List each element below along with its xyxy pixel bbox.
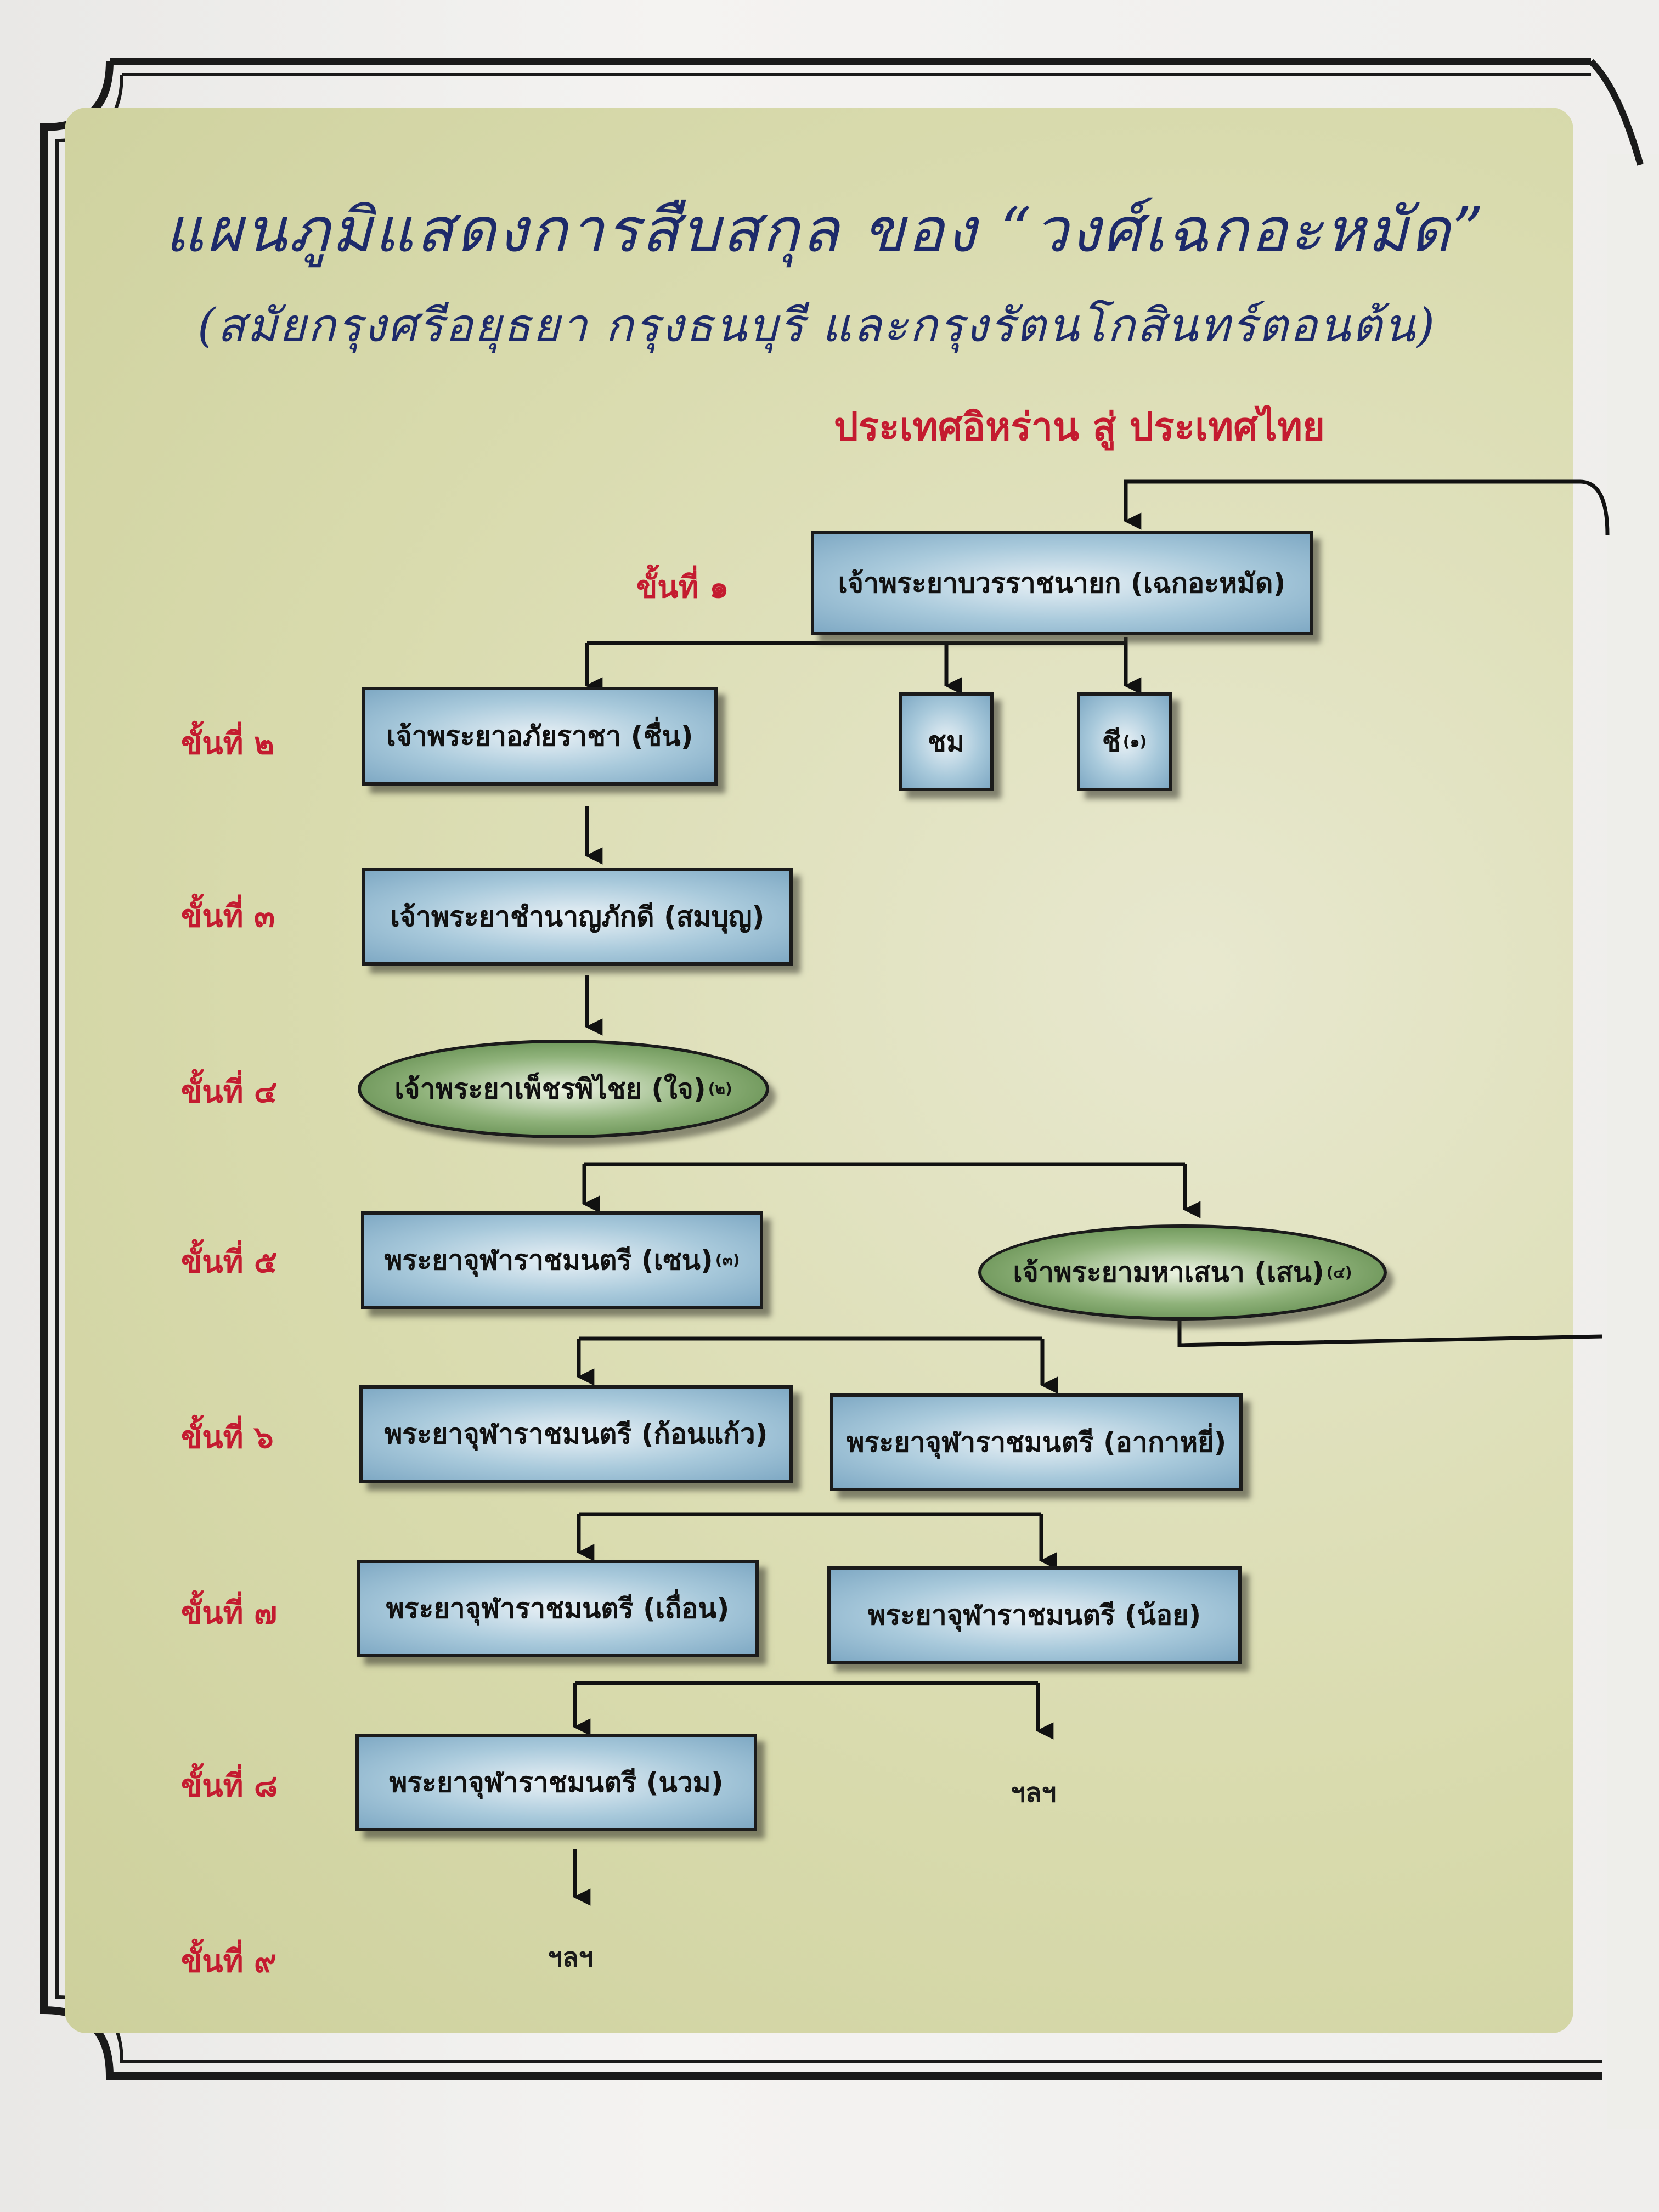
node-n8a: พระยาจุฬาราชมนตรี (นวม) [356, 1734, 757, 1831]
node-n2c-label: ชี [1102, 725, 1121, 758]
node-n2c-footnote: (๑) [1122, 732, 1147, 751]
node-n3-label: เจ้าพระยาชำนาญภักดี (สมบุญ) [390, 900, 765, 933]
node-n7a-label: พระยาจุฬาราชมนตรี (เถื่อน) [386, 1592, 730, 1624]
node-n5a-footnote: (๓) [715, 1251, 740, 1269]
node-n5b-label: เจ้าพระยามหาเสนา (เสน) [1013, 1256, 1324, 1288]
chart-panel [65, 108, 1573, 2033]
node-n2a-label: เจ้าพระยาอภัยราชา (ชื่น) [386, 720, 693, 752]
node-n2c: ชี(๑) [1077, 692, 1172, 791]
node-n5a: พระยาจุฬาราชมนตรี (เซน)(๓) [361, 1211, 763, 1309]
node-n4-label: เจ้าพระยาเพ็ชรพิไชย (ใจ) [394, 1073, 706, 1105]
node-n8a-label: พระยาจุฬาราชมนตรี (นวม) [389, 1766, 724, 1798]
step-label-4: ขั้นที่ ๔ [181, 1074, 278, 1110]
node-n1: เจ้าพระยาบวรราชนายก (เฉกอะหมัด) [811, 531, 1313, 635]
node-n1-label: เจ้าพระยาบวรราชนายก (เฉกอะหมัด) [838, 567, 1286, 599]
step-label-7: ขั้นที่ ๗ [181, 1595, 278, 1631]
chart-subtitle: (สมัยกรุงศรีอยุธยา กรุงธนบุรี และกรุงรัต… [198, 298, 1437, 352]
node-n6a: พระยาจุฬาราชมนตรี (ก้อนแก้ว) [359, 1385, 793, 1483]
node-n5a-label: พระยาจุฬาราชมนตรี (เซน) [384, 1244, 713, 1276]
node-n4: เจ้าพระยาเพ็ชรพิไชย (ใจ)(๒) [358, 1040, 769, 1138]
node-n6b: พระยาจุฬาราชมนตรี (อากาหยี่) [830, 1393, 1243, 1491]
node-n3: เจ้าพระยาชำนาญภักดี (สมบุญ) [362, 868, 793, 966]
node-n8b-etc: ฯลฯ [1011, 1778, 1057, 1808]
node-n9-etc: ฯลฯ [548, 1942, 594, 1973]
node-n7a: พระยาจุฬาราชมนตรี (เถื่อน) [357, 1560, 759, 1657]
step-label-8: ขั้นที่ ๘ [181, 1768, 278, 1804]
chart-title: แผนภูมิแสดงการสืบสกุล ของ “วงศ์เฉกอะหมัด… [165, 195, 1486, 266]
route-heading: ประเทศอิหร่าน สู่ ประเทศไทย [834, 404, 1325, 449]
node-n5b-footnote: (๔) [1326, 1263, 1352, 1282]
node-n6b-label: พระยาจุฬาราชมนตรี (อากาหยี่) [846, 1426, 1227, 1458]
node-n7b: พระยาจุฬาราชมนตรี (น้อย) [827, 1566, 1242, 1664]
node-n7b-label: พระยาจุฬาราชมนตรี (น้อย) [867, 1599, 1201, 1631]
step-label-9: ขั้นที่ ๙ [181, 1944, 276, 1979]
step-label-1: ขั้นที่ ๑ [636, 569, 729, 605]
node-n2a: เจ้าพระยาอภัยราชา (ชื่น) [362, 687, 718, 786]
step-label-5: ขั้นที่ ๕ [181, 1244, 278, 1280]
node-n2b: ชม [899, 692, 994, 791]
node-n4-footnote: (๒) [708, 1080, 732, 1098]
step-label-6: ขั้นที่ ๖ [181, 1420, 274, 1455]
facing-page-edge [1607, 154, 1659, 2129]
node-n6a-label: พระยาจุฬาราชมนตรี (ก้อนแก้ว) [384, 1418, 768, 1450]
step-label-3: ขั้นที่ ๓ [181, 899, 275, 934]
connector-incoming [1124, 479, 1610, 535]
step-label-2: ขั้นที่ ๒ [181, 726, 274, 761]
node-n5b: เจ้าพระยามหาเสนา (เสน)(๔) [978, 1224, 1387, 1321]
node-n2b-label: ชม [928, 725, 964, 758]
connector-outgoing [1177, 1316, 1602, 1347]
